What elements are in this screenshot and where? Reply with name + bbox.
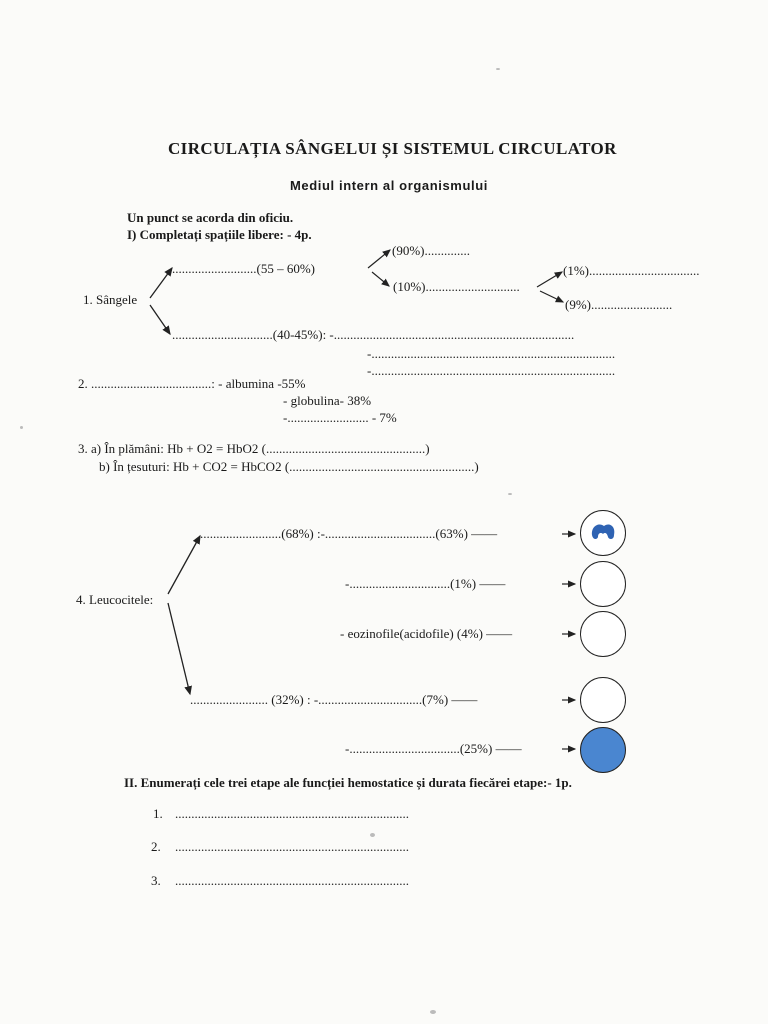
q4-label: 4. Leucocitele:	[76, 592, 154, 607]
hemostasis-item-1-number: 1.	[153, 806, 163, 821]
lymphocyte-cell-icon	[580, 727, 626, 773]
hemostasis-item-2-number: 2.	[151, 839, 161, 854]
q4-row3: - eozinofile(acidofile) (4%) ——	[340, 626, 513, 641]
q4-row2: -...............................(1%) ——	[345, 576, 506, 591]
q2-line3: -......................... - 7%	[283, 410, 397, 425]
q1-p10: (10%).............................	[393, 279, 520, 294]
q4-row5: -..................................(25%)…	[345, 741, 522, 756]
q4-lower: ........................ (32%) : -......…	[190, 692, 478, 707]
hemostasis-item-1-blank: ........................................…	[175, 806, 409, 821]
q1-p1: (1%)..................................	[563, 263, 700, 278]
q2-line2: - globulina- 38%	[283, 393, 372, 408]
blank-cell-1-icon	[580, 561, 626, 607]
scan-speck	[430, 1010, 436, 1014]
q2-label: 2. .....................................…	[78, 376, 306, 391]
eosinophil-cell-icon	[580, 611, 626, 657]
q1-label: 1. Sângele	[83, 292, 138, 307]
q1-lower-branch: ...............................(40-45%):…	[172, 327, 575, 342]
scan-speck	[20, 426, 23, 429]
section2-heading: II. Enumerați cele trei etape ale funcți…	[124, 775, 572, 790]
page-title: CIRCULAȚIA SÂNGELUI ȘI SISTEMUL CIRCULAT…	[168, 139, 617, 158]
hemostasis-item-3-blank: ........................................…	[175, 873, 409, 888]
section1-heading: I) Completați spațiile libere: - 4p.	[127, 227, 312, 242]
hemostasis-item-3-number: 3.	[151, 873, 161, 888]
q3-a: 3. a) În plămâni: Hb + O2 = HbO2 (......…	[78, 441, 430, 456]
intro-note: Un punct se acorda din oficiu.	[127, 210, 294, 225]
blank-cell-2-icon	[580, 677, 626, 723]
neutrophil-cell-icon	[580, 510, 626, 556]
scan-speck	[496, 68, 500, 70]
q1-p90: (90%)..............	[392, 243, 470, 258]
hemostasis-item-2-blank: ........................................…	[175, 839, 409, 854]
q3-b: b) În țesuturi: Hb + CO2 = HbCO2 (......…	[99, 459, 479, 474]
q4-upper: .........................(68%) :-.......…	[200, 526, 498, 541]
q1-lower-line3: -.......................................…	[367, 363, 616, 378]
scan-speck	[370, 833, 375, 837]
q1-p9: (9%).........................	[565, 297, 673, 312]
page-subtitle: Mediul intern al organismului	[290, 178, 488, 193]
scan-speck	[508, 493, 512, 495]
segmented-nucleus-icon	[591, 524, 615, 540]
q1-upper-branch: ..........................(55 – 60%)	[172, 261, 315, 276]
q1-lower-line2: -.......................................…	[367, 346, 616, 361]
